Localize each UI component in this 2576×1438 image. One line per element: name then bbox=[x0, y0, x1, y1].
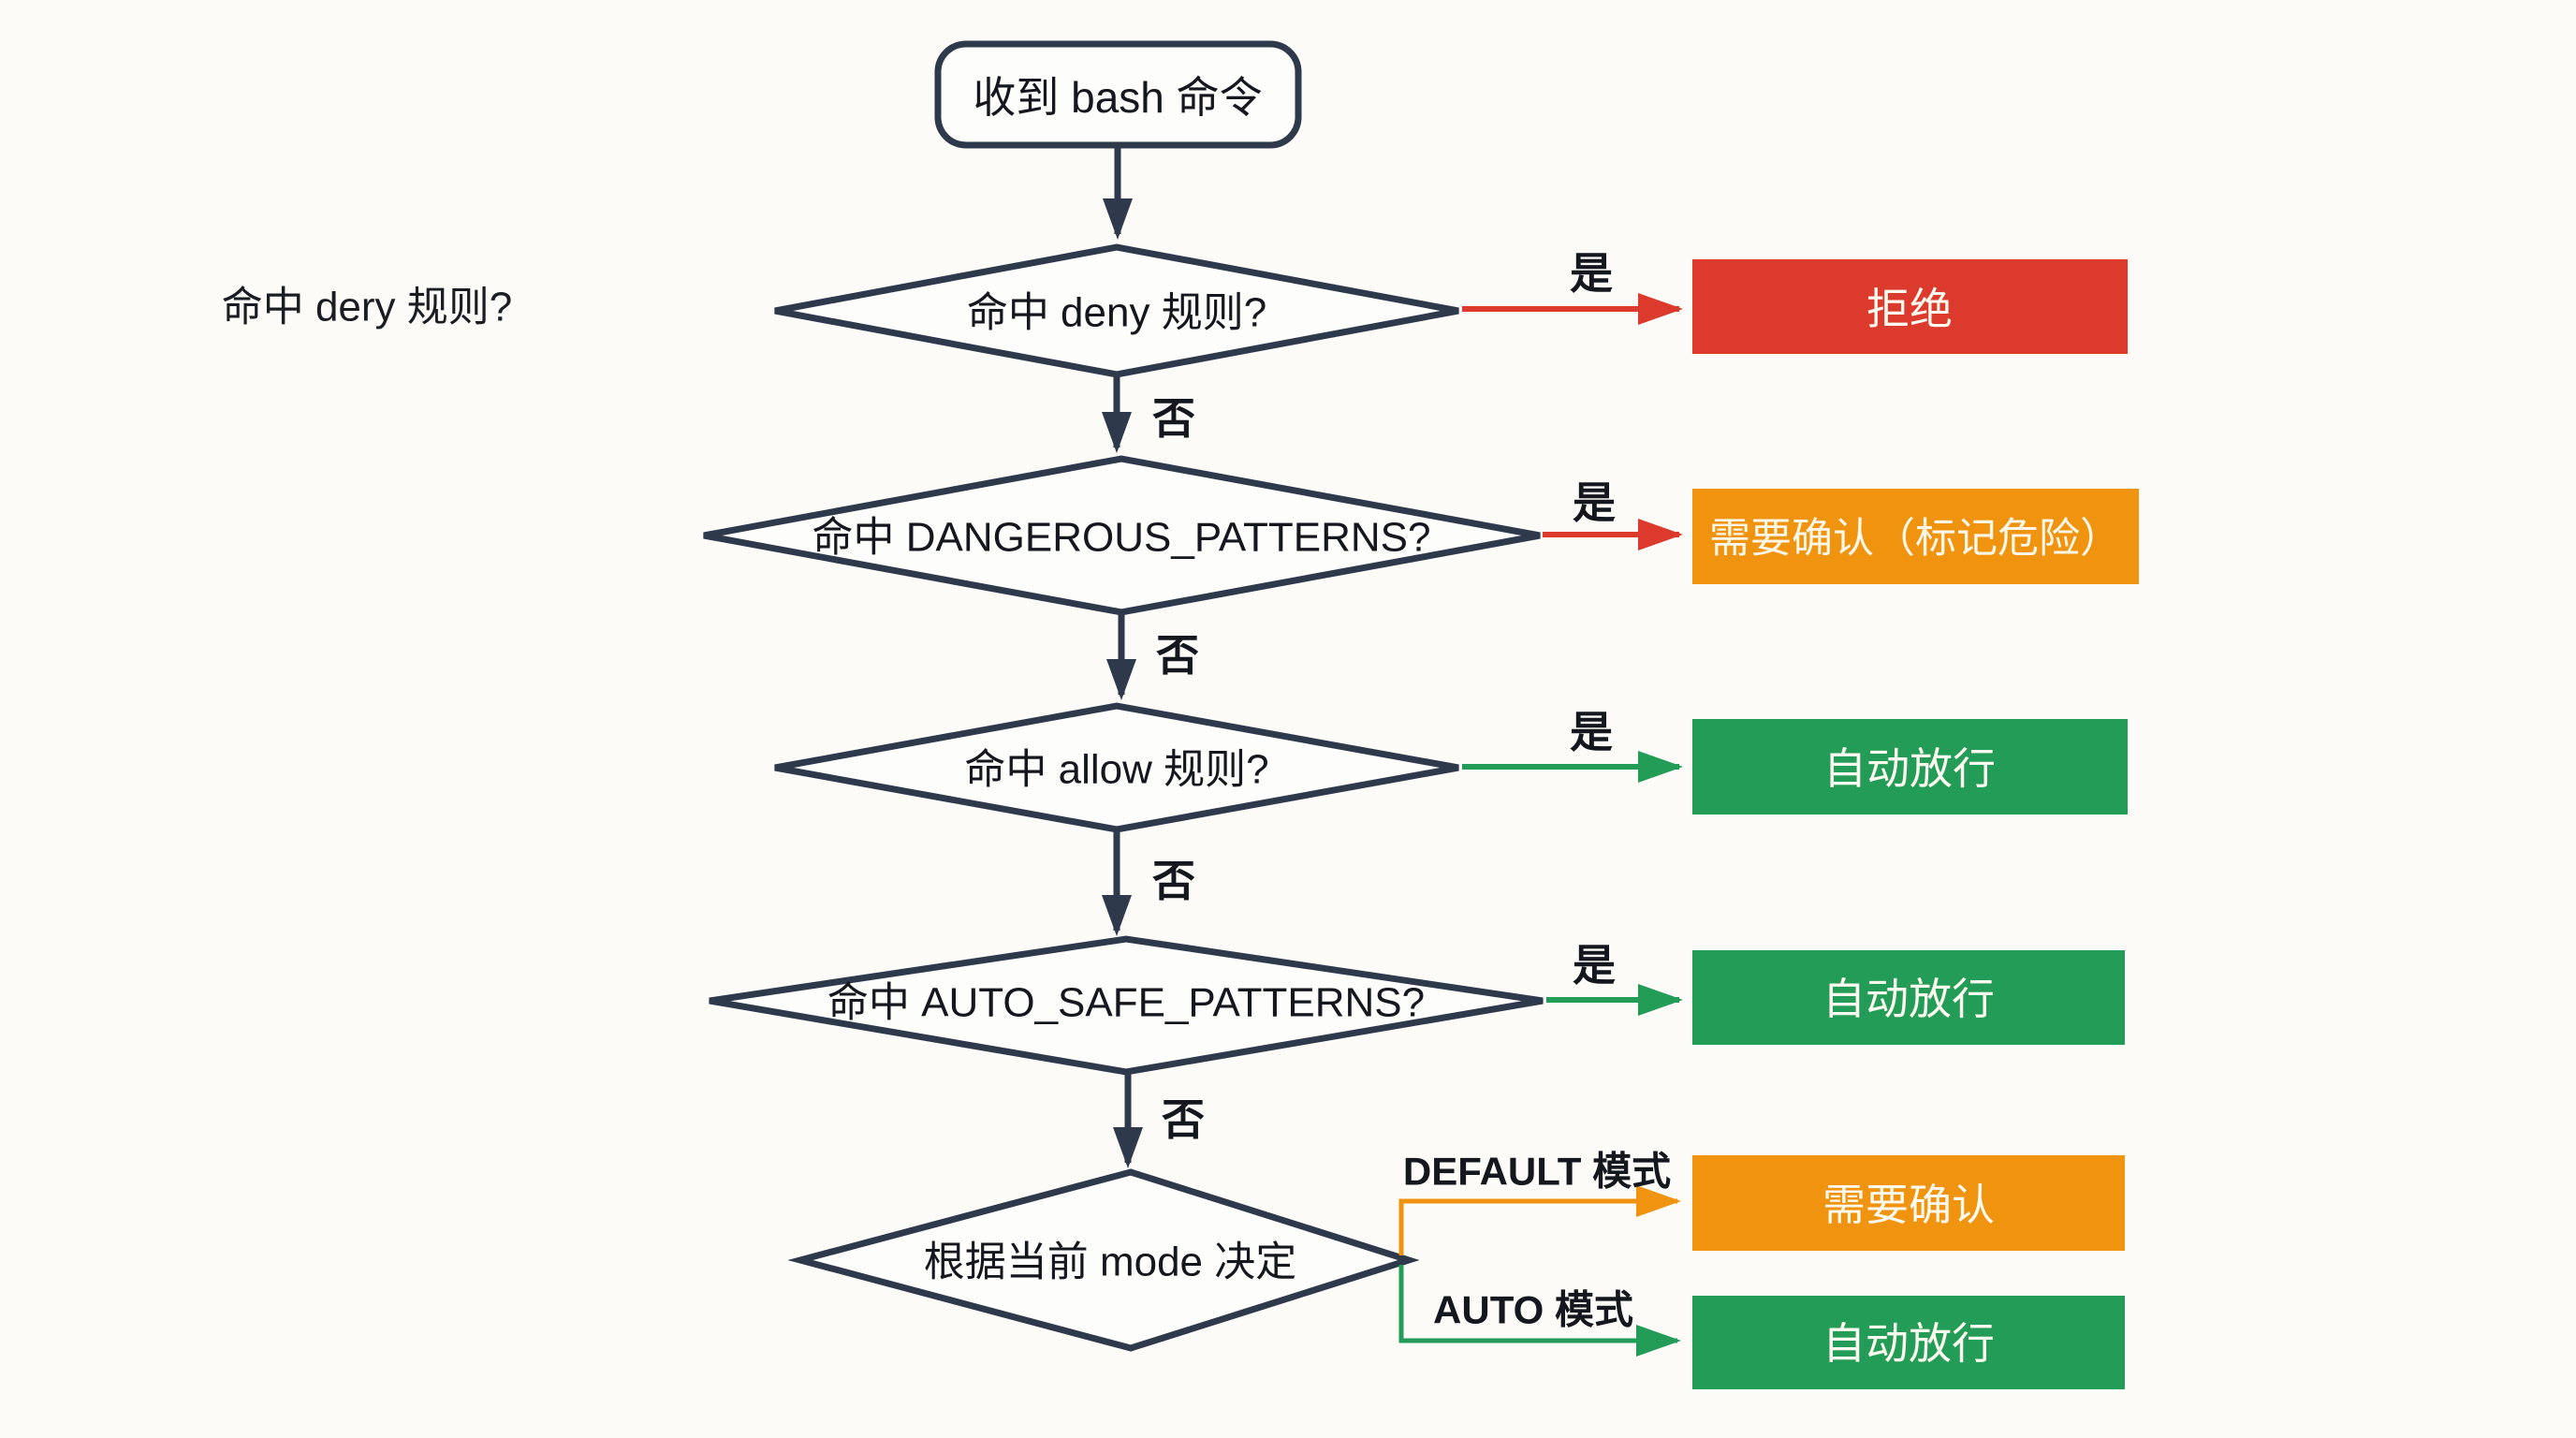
result-box-auto-pass-2 bbox=[1692, 950, 2125, 1045]
no-label-allow: 否 bbox=[1152, 857, 1195, 905]
stray-duplicate-label: 命中 dery 规则? bbox=[222, 285, 513, 330]
yes-label-autosafe: 是 bbox=[1573, 941, 1616, 990]
yes-label-allow: 是 bbox=[1570, 708, 1613, 756]
result-label-reject: 拒绝 bbox=[1866, 285, 1953, 333]
result-box-auto-pass-3 bbox=[1692, 1296, 2125, 1389]
branch-label-auto-mode: AUTO 模式 bbox=[1433, 1288, 1633, 1332]
branch-label-default-mode: DEFAULT 模式 bbox=[1403, 1150, 1671, 1194]
branch-arrow-auto-mode bbox=[1398, 1265, 1681, 1357]
result-box-confirm-danger bbox=[1692, 489, 2139, 584]
result-label-auto-pass-1: 自动放行 bbox=[1823, 744, 1996, 793]
result-label-confirm-danger: 需要确认（标记危险） bbox=[1709, 516, 2121, 562]
decision-autosafe-label: 命中 AUTO_SAFE_PATTERNS? bbox=[827, 980, 1425, 1026]
result-label-auto-pass-3: 自动放行 bbox=[1822, 1319, 1995, 1368]
decision-diamond-allow bbox=[774, 702, 1459, 833]
no-label-autosafe: 否 bbox=[1162, 1095, 1205, 1144]
result-box-reject bbox=[1692, 259, 2128, 354]
decision-allow-label: 命中 allow 规则? bbox=[964, 747, 1268, 793]
decision-dangerous-label: 命中 DANGEROUS_PATTERNS? bbox=[812, 515, 1431, 561]
decision-mode-label: 根据当前 mode 决定 bbox=[924, 1240, 1297, 1285]
result-box-auto-pass-1 bbox=[1692, 719, 2128, 814]
yes-label-deny: 是 bbox=[1570, 249, 1613, 298]
yes-label-dangerous: 是 bbox=[1573, 478, 1616, 527]
no-label-deny: 否 bbox=[1152, 394, 1195, 443]
branch-arrow-default-mode bbox=[1398, 1185, 1681, 1255]
decision-diamond-mode bbox=[787, 1168, 1420, 1352]
decision-deny-label: 命中 deny 规则? bbox=[967, 290, 1266, 336]
decision-diamond-deny bbox=[774, 243, 1459, 378]
no-label-dangerous: 否 bbox=[1156, 631, 1199, 680]
decision-diamond-dangerous bbox=[703, 455, 1541, 616]
result-label-confirm: 需要确认 bbox=[1822, 1181, 1995, 1229]
decision-diamond-autosafe bbox=[709, 935, 1544, 1076]
start-node-label: 收到 bash 命令 bbox=[973, 73, 1262, 122]
result-label-auto-pass-2: 自动放行 bbox=[1822, 975, 1995, 1023]
result-box-confirm bbox=[1692, 1155, 2125, 1251]
